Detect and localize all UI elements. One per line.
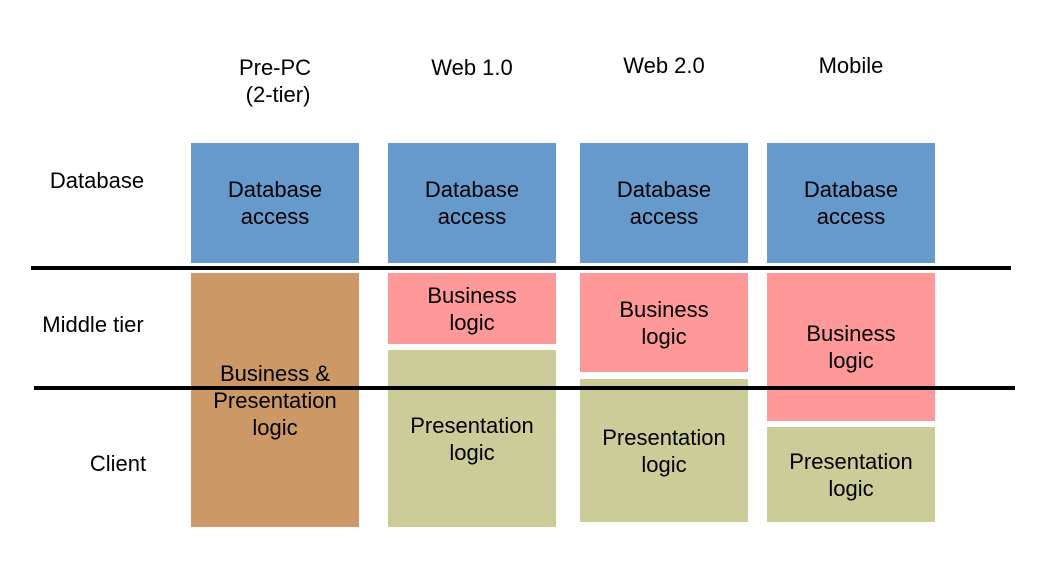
mobile-business-logic-block: Business logic — [767, 273, 935, 421]
mobile-presentation-logic-block: Presentation logic — [767, 427, 935, 522]
web2-presentation-logic-block: Presentation logic — [580, 379, 748, 522]
row-label-middle-tier: Middle tier — [42, 312, 144, 337]
web2-business-logic-block: Business logic — [580, 273, 748, 372]
mobile-database-access-block: Database access — [767, 143, 935, 263]
web1-database-access-block: Database access — [388, 143, 556, 263]
column-header-pre-pc: Pre-PC (2-tier) — [238, 55, 312, 107]
row-label-database: Database — [49, 168, 145, 193]
column-header-web-1: Web 1.0 — [431, 55, 513, 80]
tier-divider-database-middle — [31, 266, 1011, 270]
tier-divider-middle-client — [34, 386, 1015, 390]
prepc-business-presentation-block: Business & Presentation logic — [191, 273, 359, 527]
row-label-client: Client — [89, 451, 147, 476]
web2-database-access-block: Database access — [580, 143, 748, 263]
column-header-mobile: Mobile — [818, 53, 884, 78]
column-header-web-2: Web 2.0 — [623, 53, 705, 78]
prepc-database-access-block: Database access — [191, 143, 359, 263]
web1-business-logic-block: Business logic — [388, 273, 556, 344]
web1-presentation-logic-block: Presentation logic — [388, 350, 556, 527]
